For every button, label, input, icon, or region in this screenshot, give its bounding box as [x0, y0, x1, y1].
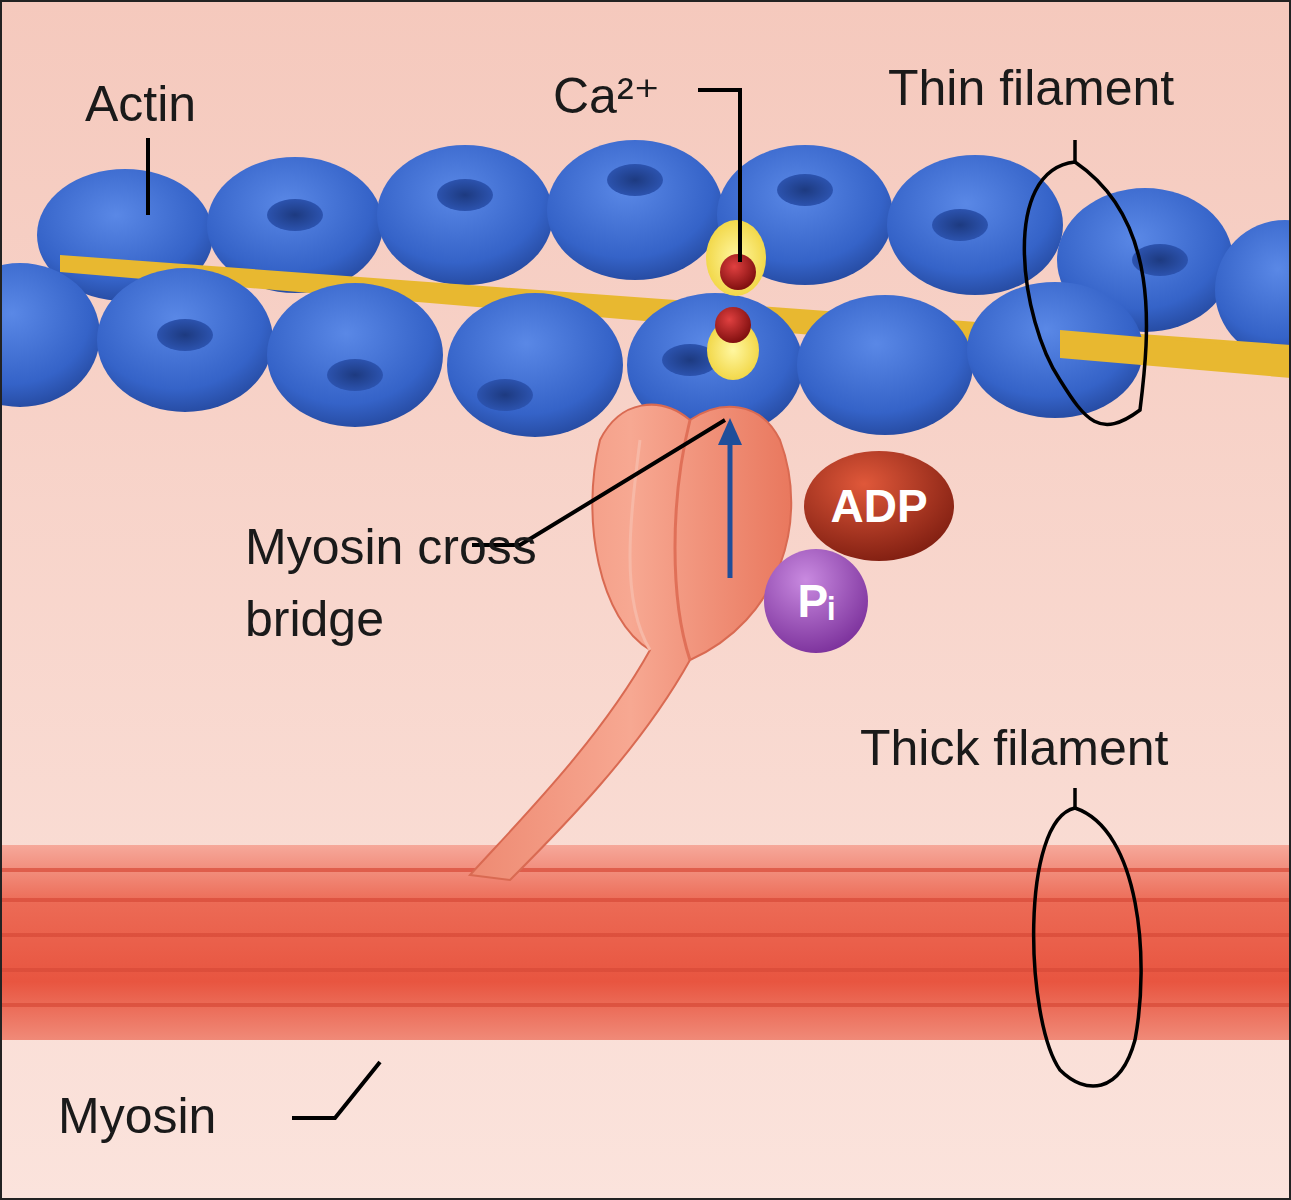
part-label: Myosin cross bridge — [245, 511, 605, 655]
adp-molecule: ADP — [803, 450, 955, 562]
part-label: Actin — [85, 68, 285, 140]
molecule-label: ADP — [830, 479, 927, 533]
ion-label: Ca²⁺ — [553, 60, 703, 132]
phosphate-molecule: Pᵢ — [763, 548, 869, 654]
part-label: Myosin — [58, 1080, 298, 1152]
molecule-label: Pᵢ — [797, 574, 834, 628]
part-label: Thick filament — [860, 712, 1260, 784]
part-label: Thin filament — [888, 52, 1268, 124]
